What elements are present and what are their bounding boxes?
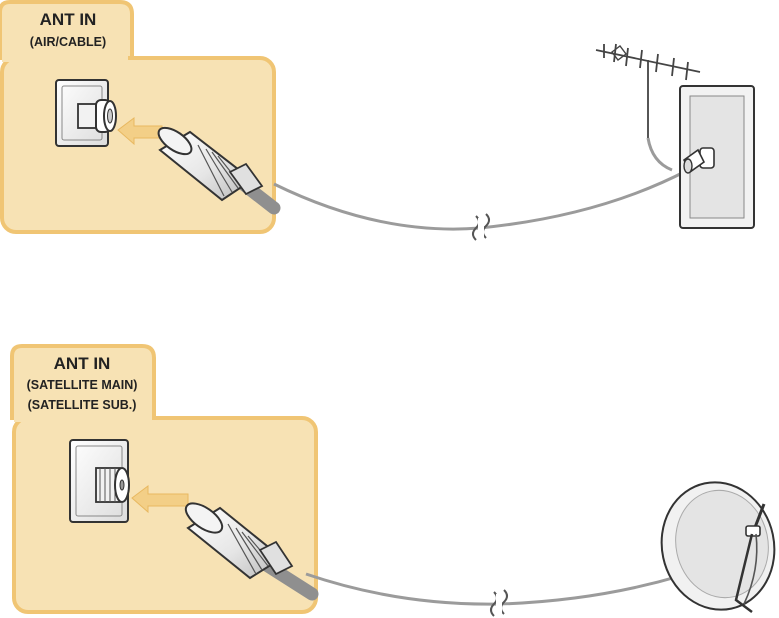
panel-subtitle: (AIR/CABLE) [30, 35, 106, 49]
panel-satellite [14, 418, 316, 612]
wall-outlet-icon [680, 86, 754, 228]
air-cable-connection: ANT IN (AIR/CABLE) [0, 2, 754, 240]
panel-tab-air-cable: ANT IN (AIR/CABLE) [0, 2, 132, 58]
panel-air-cable [2, 58, 274, 232]
tv-satellite-socket [70, 440, 129, 522]
panel-title: ANT IN [40, 10, 97, 29]
panel-subtitle: (SATELLITE SUB.) [28, 398, 137, 412]
coax-cable [306, 562, 722, 604]
panel-title: ANT IN [54, 354, 111, 373]
panel-subtitle: (SATELLITE MAIN) [27, 378, 138, 392]
panel-tab-satellite: ANT IN (SATELLITE MAIN) (SATELLITE SUB.) [12, 346, 154, 418]
satellite-dish-icon [650, 472, 779, 618]
satellite-connection: ANT IN (SATELLITE MAIN) (SATELLITE SUB.) [12, 346, 779, 618]
tv-ant-in-socket [56, 80, 116, 146]
